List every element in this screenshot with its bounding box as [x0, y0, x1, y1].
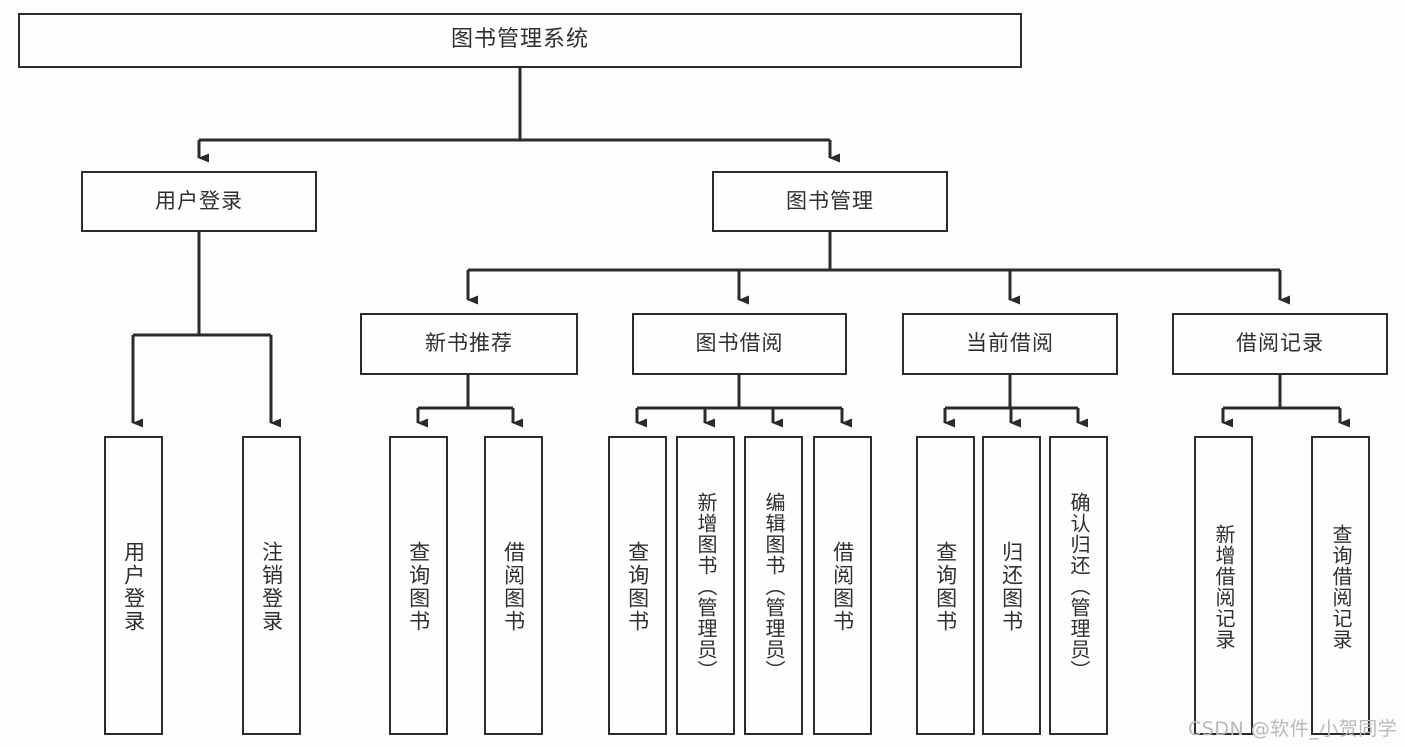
leaf-book-borrow-query[interactable]: 查询图书: [608, 436, 667, 735]
node-book-management[interactable]: 图书管理: [712, 171, 948, 232]
node-current-borrow[interactable]: 当前借阅: [902, 313, 1118, 375]
node-label: 图书借阅: [695, 331, 784, 356]
leaf-label: 注销登录: [259, 540, 284, 633]
leaf-book-borrow-edit[interactable]: 编辑图书（管理员）: [744, 436, 803, 735]
node-label: 当前借阅: [966, 331, 1054, 356]
leaf-label: 借阅图书: [830, 540, 855, 633]
leaf-label: 新增借阅记录: [1212, 523, 1236, 650]
leaf-label: 查询图书: [625, 540, 650, 633]
leaf-current-borrow-confirm[interactable]: 确认归还（管理员）: [1049, 436, 1108, 735]
leaf-new-book-query[interactable]: 查询图书: [389, 436, 448, 735]
leaf-current-borrow-query[interactable]: 查询图书: [916, 436, 975, 735]
node-book-borrow[interactable]: 图书借阅: [632, 313, 847, 375]
node-user-login[interactable]: 用户登录: [81, 171, 317, 232]
leaf-new-book-borrow[interactable]: 借阅图书: [484, 436, 543, 735]
leaf-label: 用户登录: [121, 540, 146, 633]
leaf-user-login-login[interactable]: 用户登录: [104, 436, 163, 735]
leaf-book-borrow-add[interactable]: 新增图书（管理员）: [676, 436, 735, 735]
node-borrow-record[interactable]: 借阅记录: [1172, 313, 1388, 375]
node-new-book-recommend[interactable]: 新书推荐: [360, 313, 578, 375]
leaf-label: 查询图书: [933, 540, 958, 633]
leaf-label: 归还图书: [999, 540, 1024, 633]
node-label: 图书管理: [786, 188, 874, 213]
leaf-label: 查询图书: [406, 540, 431, 633]
node-label: 图书管理系统: [450, 27, 589, 53]
leaf-book-borrow-borrow[interactable]: 借阅图书: [813, 436, 872, 735]
node-root-system[interactable]: 图书管理系统: [18, 13, 1022, 68]
leaf-label: 借阅图书: [501, 540, 526, 633]
node-label: 新书推荐: [425, 331, 513, 356]
leaf-current-borrow-return[interactable]: 归还图书: [982, 436, 1041, 735]
leaf-label: 确认归还（管理员）: [1067, 492, 1091, 681]
node-label: 用户登录: [155, 188, 243, 213]
leaf-user-login-logout[interactable]: 注销登录: [242, 436, 301, 735]
leaf-borrow-record-add[interactable]: 新增借阅记录: [1194, 436, 1253, 735]
leaf-label: 新增图书（管理员）: [694, 492, 718, 681]
leaf-label: 编辑图书（管理员）: [762, 492, 786, 681]
watermark-text: CSDN @软件_小贺同学: [1188, 718, 1398, 740]
leaf-label: 查询借阅记录: [1329, 523, 1353, 650]
leaf-borrow-record-query[interactable]: 查询借阅记录: [1311, 436, 1370, 735]
node-label: 借阅记录: [1236, 331, 1324, 356]
